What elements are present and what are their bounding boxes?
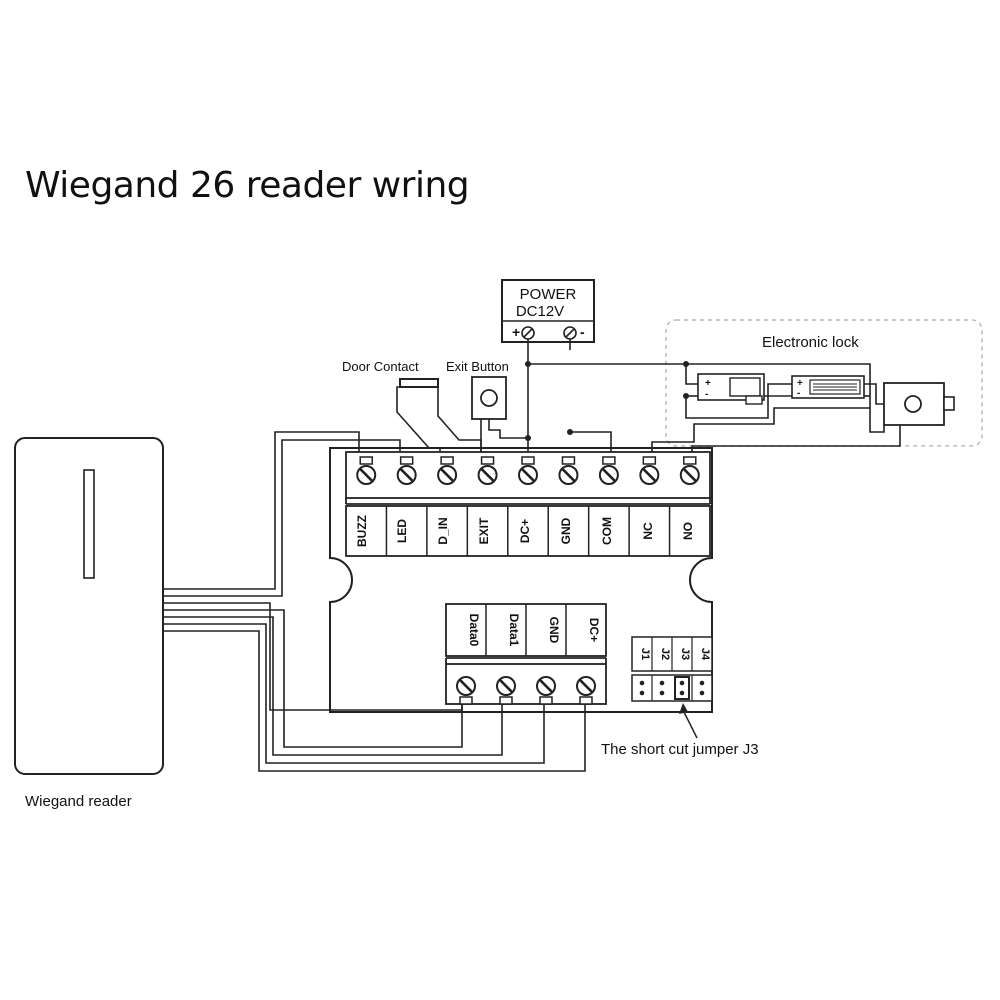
terminal-label-exit: EXIT: [477, 517, 491, 544]
power-voltage-label: DC12V: [516, 303, 564, 320]
power-supply: POWER DC12V + -: [501, 279, 595, 343]
door-contact-label: Door Contact: [342, 359, 419, 374]
terminal-screw-icon: [477, 456, 498, 485]
terminal-label-d-in: D_IN: [436, 517, 450, 544]
bottom-terminal-screws: [456, 676, 596, 705]
jumper-note: The short cut jumper J3: [601, 741, 759, 758]
terminal-label-no: NO: [681, 522, 695, 540]
terminal-screw-icon: [518, 456, 538, 485]
page-title: Wiegand 26 reader wring: [25, 165, 470, 206]
reader-slot-icon: [83, 469, 95, 579]
top-terminal-screws: [356, 456, 700, 485]
terminal-screw-icon: [496, 676, 516, 705]
reader-label: Wiegand reader: [25, 793, 132, 810]
terminal-label-reader-gnd: GND: [547, 617, 561, 644]
wire-junction-dots: [525, 361, 689, 441]
terminal-screw-icon: [639, 456, 660, 485]
bottom-terminal-labels: Data0 Data1 GND DC+: [445, 603, 607, 657]
jumper-j3-shunt-icon: [674, 676, 690, 700]
terminal-screw-icon: [558, 456, 579, 485]
terminal-screw-icon: [396, 456, 417, 485]
lock-b-plus-label: +: [797, 378, 803, 389]
terminal-label-gnd: GND: [559, 517, 573, 544]
reader-wires: [163, 431, 586, 772]
terminal-label-com: COM: [600, 517, 614, 545]
door-contact-icon: [399, 378, 439, 388]
jumper-label-j3: J3: [679, 648, 691, 660]
electronic-lock-label: Electronic lock: [762, 334, 859, 351]
terminal-label-data0: Data0: [467, 614, 481, 647]
terminal-label-nc: NC: [641, 522, 655, 540]
terminal-label-reader-dc-plus: DC+: [587, 618, 601, 642]
terminal-label-led: LED: [395, 519, 409, 543]
jumper-label-j1: J1: [639, 648, 651, 660]
terminal-screw-icon: [536, 676, 556, 705]
jumper-pointer-arrow: [679, 703, 698, 739]
terminal-screw-icon: [598, 456, 619, 485]
jumper-label-j4: J4: [699, 648, 711, 661]
terminal-screw-icon: [679, 456, 700, 485]
terminal-label-buzz: BUZZ: [355, 515, 369, 547]
jumper-block: J1 J2 J3 J4: [631, 636, 713, 702]
exit-button-icon: [471, 376, 507, 420]
terminal-screw-icon: [437, 456, 458, 485]
exit-button-label: Exit Button: [446, 359, 509, 374]
terminal-label-dc-plus: DC+: [518, 519, 532, 543]
lock-b-minus-label: -: [797, 388, 800, 399]
power-minus-screw-icon: [563, 326, 577, 340]
jumper-label-j2: J2: [659, 648, 671, 660]
terminal-screw-icon: [356, 456, 377, 485]
terminal-label-data1: Data1: [507, 614, 521, 647]
electronic-lock-box: [665, 319, 983, 447]
wiegand-reader: [14, 437, 164, 775]
terminal-screw-icon: [576, 676, 596, 705]
power-minus-label: -: [580, 324, 585, 340]
top-terminal-labels: BUZZ LED D_IN EXIT DC+ GND COM NC NO: [345, 505, 711, 557]
lock-a-minus-label: -: [705, 389, 708, 400]
electronic-lock-components: + - + -: [651, 363, 955, 452]
power-plus-label: +: [512, 324, 520, 340]
terminal-screw-icon: [456, 676, 476, 705]
power-label: POWER: [520, 286, 577, 303]
device-wires: [396, 339, 687, 452]
power-plus-screw-icon: [521, 326, 535, 340]
lock-a-plus-label: +: [705, 378, 711, 389]
